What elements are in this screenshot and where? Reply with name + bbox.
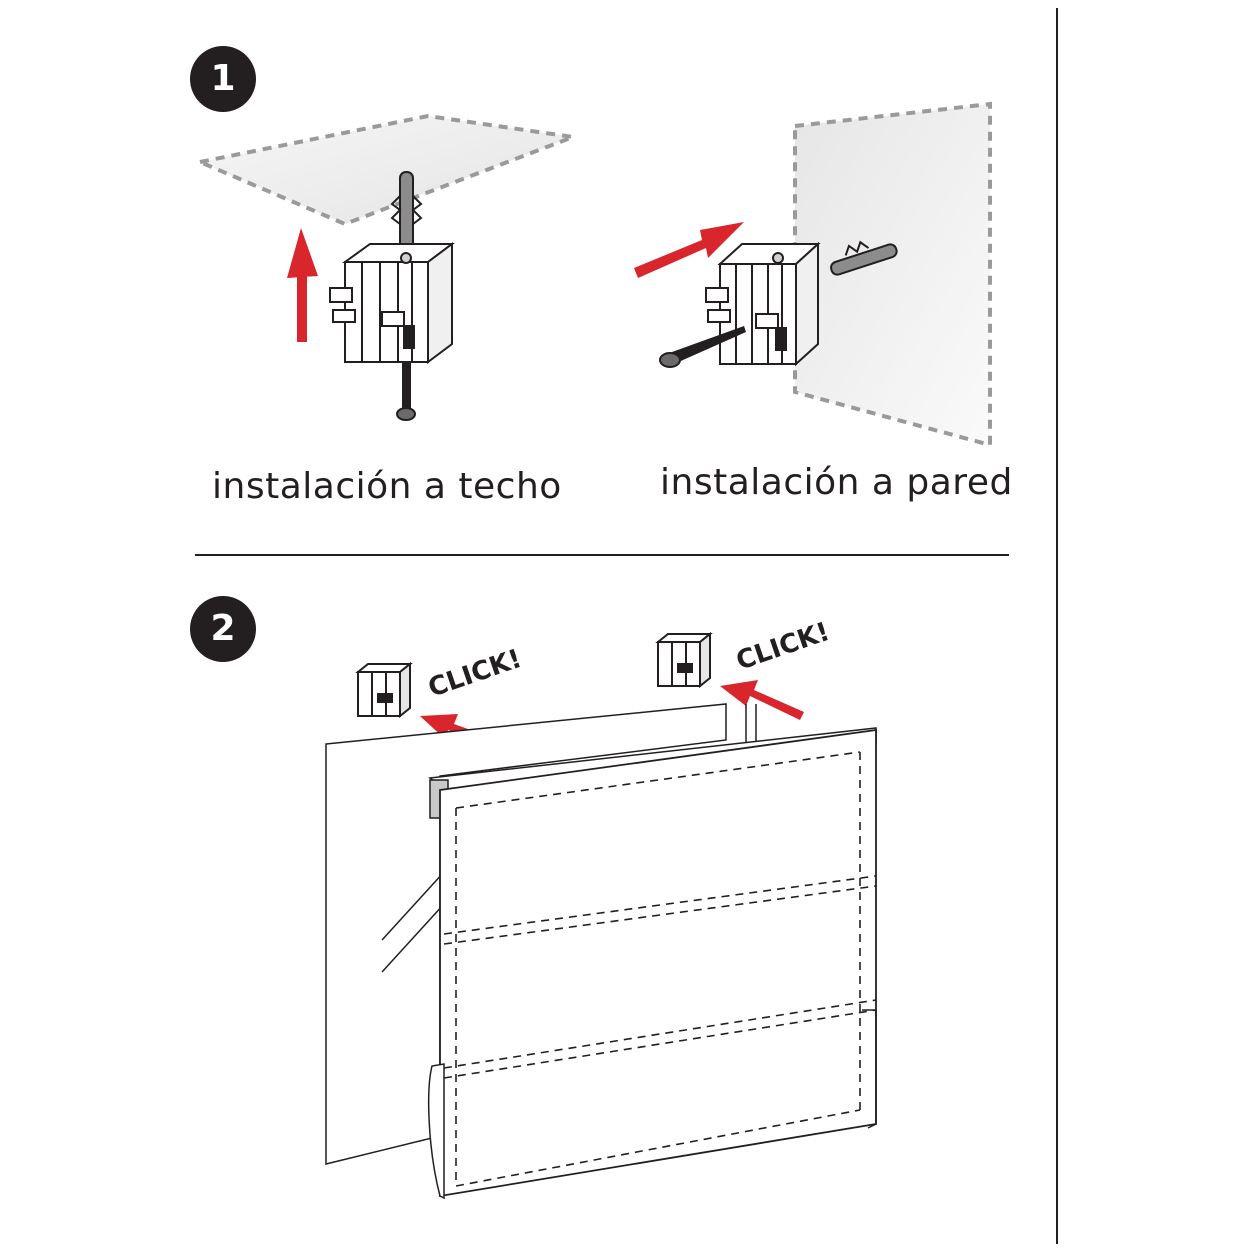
ceiling-bracket-icon <box>329 242 455 364</box>
click-label-right: CLICK! <box>733 617 834 677</box>
wall-surface <box>793 101 992 448</box>
ceiling-screw-icon <box>396 362 416 421</box>
step-2-badge: 2 <box>190 596 256 662</box>
step-1-badge: 1 <box>190 46 256 112</box>
wall-right-arrow-icon <box>634 222 744 278</box>
wall-bracket-icon <box>705 241 821 367</box>
right-clip-bracket-icon <box>655 631 713 689</box>
blind-fabric <box>427 728 877 1200</box>
wall-install-caption: instalación a pared <box>660 462 1013 503</box>
section-divider <box>195 554 1009 556</box>
ceiling-install-caption: instalación a techo <box>212 466 562 507</box>
right-click-arrow-icon <box>720 680 804 720</box>
left-clip-bracket-icon <box>355 661 413 719</box>
vertical-divider <box>1056 8 1058 1244</box>
wall-wall-plug-icon <box>830 240 898 276</box>
window-panel <box>325 703 727 1165</box>
ceiling-up-arrow-icon <box>287 228 318 342</box>
click-label-left: CLICK! <box>425 644 526 704</box>
blind-stitching <box>443 751 877 1187</box>
wall-screw-icon <box>659 326 746 368</box>
ceiling-surface <box>193 113 581 227</box>
